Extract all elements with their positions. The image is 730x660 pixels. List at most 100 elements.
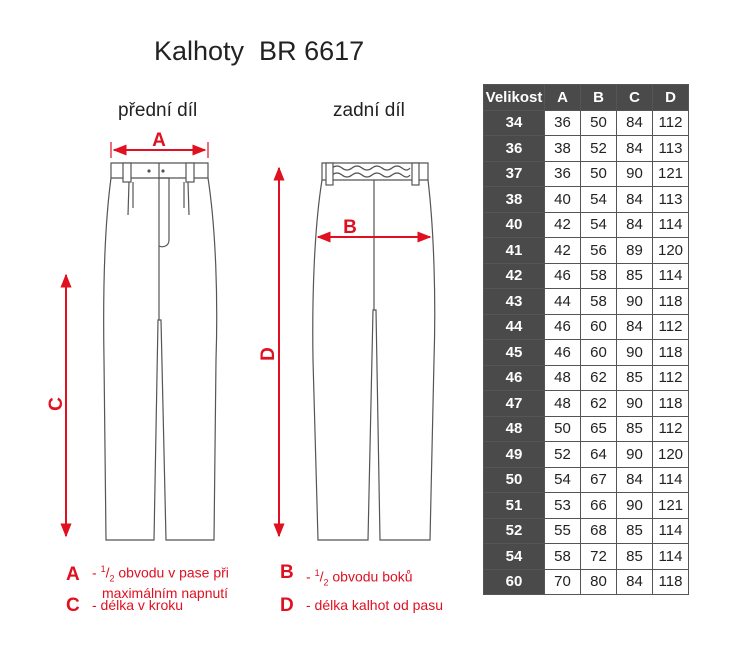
size-cell: 49 xyxy=(483,441,545,468)
measure-a-arrow xyxy=(110,142,209,158)
legend-c-text: - délka v kroku xyxy=(92,597,184,613)
measure-cell: 53 xyxy=(544,492,581,519)
measure-cell: 50 xyxy=(580,109,617,136)
size-cell: 60 xyxy=(483,568,545,595)
measure-cell: 50 xyxy=(544,415,581,442)
measure-cell: 42 xyxy=(544,237,581,264)
measure-cell: 90 xyxy=(616,390,653,417)
measure-cell: 114 xyxy=(652,211,689,238)
legend-b-key: B xyxy=(280,562,294,583)
back-trousers-drawing xyxy=(312,162,436,541)
legend-c-key: C xyxy=(66,595,80,616)
size-cell: 54 xyxy=(483,543,545,570)
measure-cell: 118 xyxy=(652,288,689,315)
size-table-header: Velikost A B C D xyxy=(483,84,689,111)
measure-cell: 66 xyxy=(580,492,617,519)
measure-cell: 84 xyxy=(616,186,653,213)
measure-cell: 60 xyxy=(580,313,617,340)
measure-cell: 56 xyxy=(580,237,617,264)
measure-cell: 85 xyxy=(616,262,653,289)
size-cell: 51 xyxy=(483,492,545,519)
measure-cell: 120 xyxy=(652,441,689,468)
measure-cell: 84 xyxy=(616,135,653,162)
measure-cell: 58 xyxy=(580,262,617,289)
marker-c: C xyxy=(46,397,67,411)
measure-cell: 38 xyxy=(544,135,581,162)
measure-cell: 44 xyxy=(544,288,581,315)
measure-cell: 90 xyxy=(616,288,653,315)
measure-cell: 70 xyxy=(544,568,581,595)
measure-cell: 112 xyxy=(652,364,689,391)
measure-cell: 52 xyxy=(544,441,581,468)
measure-cell: 42 xyxy=(544,211,581,238)
measure-cell: 90 xyxy=(616,160,653,187)
measure-cell: 60 xyxy=(580,339,617,366)
measure-cell: 118 xyxy=(652,390,689,417)
measure-cell: 48 xyxy=(544,364,581,391)
size-cell: 38 xyxy=(483,186,545,213)
header-a: A xyxy=(544,84,581,111)
measure-cell: 89 xyxy=(616,237,653,264)
measure-cell: 54 xyxy=(580,211,617,238)
measure-cell: 114 xyxy=(652,262,689,289)
header-b: B xyxy=(580,84,617,111)
measure-cell: 54 xyxy=(580,186,617,213)
measure-cell: 84 xyxy=(616,466,653,493)
legend-a-text: - 1/2 obvodu v pase při maximálním napnu… xyxy=(92,564,229,602)
size-cell: 36 xyxy=(483,135,545,162)
measure-cell: 85 xyxy=(616,517,653,544)
measure-cell: 36 xyxy=(544,109,581,136)
size-cell: 40 xyxy=(483,211,545,238)
size-cell: 47 xyxy=(483,390,545,417)
measure-cell: 85 xyxy=(616,364,653,391)
page-title: Kalhoty BR 6617 xyxy=(154,36,365,66)
size-cell: 45 xyxy=(483,339,545,366)
size-cell: 44 xyxy=(483,313,545,340)
marker-d: D xyxy=(258,347,279,361)
measure-cell: 46 xyxy=(544,262,581,289)
marker-a: A xyxy=(152,130,166,151)
measure-cell: 80 xyxy=(580,568,617,595)
measure-cell: 58 xyxy=(580,288,617,315)
measure-cell: 118 xyxy=(652,339,689,366)
back-view-label: zadní díl xyxy=(333,100,405,121)
measure-cell: 46 xyxy=(544,313,581,340)
legend-d-key: D xyxy=(280,595,294,616)
measure-cell: 114 xyxy=(652,517,689,544)
measure-cell: 85 xyxy=(616,543,653,570)
measure-cell: 85 xyxy=(616,415,653,442)
measure-cell: 90 xyxy=(616,492,653,519)
header-d: D xyxy=(652,84,689,111)
measure-cell: 40 xyxy=(544,186,581,213)
front-trousers-drawing xyxy=(103,162,218,541)
legend-b-text: - 1/2 obvodu boků xyxy=(306,568,413,588)
measure-cell: 84 xyxy=(616,109,653,136)
measure-cell: 113 xyxy=(652,135,689,162)
measure-cell: 120 xyxy=(652,237,689,264)
measure-cell: 62 xyxy=(580,390,617,417)
front-button-dots xyxy=(147,169,165,173)
measure-cell: 114 xyxy=(652,543,689,570)
measure-cell: 65 xyxy=(580,415,617,442)
header-size: Velikost xyxy=(483,84,545,111)
measure-cell: 112 xyxy=(652,313,689,340)
size-cell: 52 xyxy=(483,517,545,544)
measure-cell: 121 xyxy=(652,492,689,519)
size-cell: 42 xyxy=(483,262,545,289)
size-cell: 37 xyxy=(483,160,545,187)
measure-cell: 54 xyxy=(544,466,581,493)
